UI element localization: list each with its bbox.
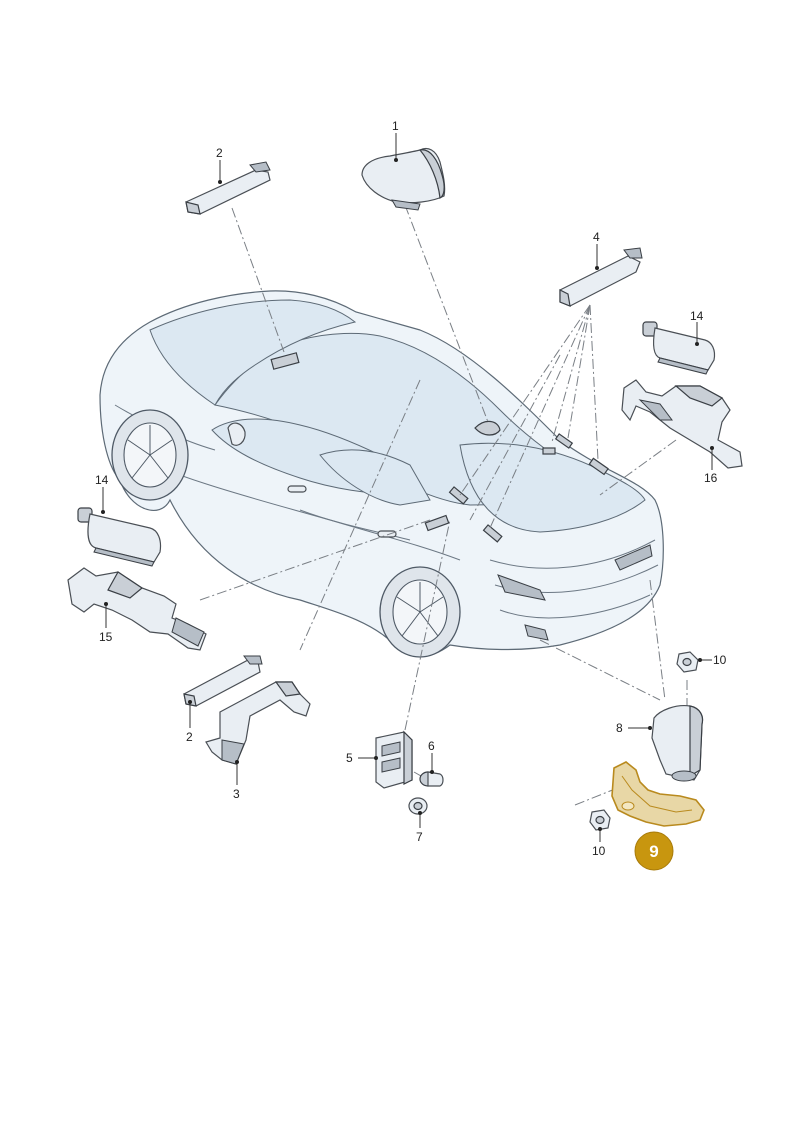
part-10-upper-nut xyxy=(676,651,712,673)
badge-label-9: 9 xyxy=(649,842,658,861)
part-9-badge[interactable]: 9 xyxy=(634,831,674,871)
callout-4: 4 xyxy=(593,230,600,244)
part-7-grommet xyxy=(408,797,428,828)
callout-1: 1 xyxy=(392,119,399,133)
callout-labels: 1 2 2 3 4 5 6 7 8 10 10 14 14 15 16 xyxy=(95,119,727,858)
part-2-lower-antenna-module xyxy=(183,655,263,728)
callout-15: 15 xyxy=(99,630,113,644)
part-5-connector-housing xyxy=(358,730,413,789)
callout-7: 7 xyxy=(416,830,423,844)
part-8-bracket-housing xyxy=(628,705,704,782)
part-2-upper-antenna-module xyxy=(185,160,271,215)
reference-lines xyxy=(199,204,688,806)
car-illustration xyxy=(99,290,664,658)
callout-16: 16 xyxy=(704,471,718,485)
callout-8: 8 xyxy=(616,721,623,735)
callout-14-left: 14 xyxy=(95,473,109,487)
part-9-highlighted-bracket[interactable] xyxy=(611,761,705,827)
part-4-rear-antenna-module xyxy=(559,244,643,307)
callout-2-upper: 2 xyxy=(216,146,223,160)
part-10-lower-nut xyxy=(589,809,611,842)
part-16-right-bracket xyxy=(621,379,743,470)
part-3-mounting-bracket xyxy=(205,681,311,785)
part-14-right-control-unit xyxy=(642,321,716,375)
callout-6: 6 xyxy=(428,739,435,753)
callout-3: 3 xyxy=(233,787,240,801)
callout-10-lower: 10 xyxy=(592,844,606,858)
part-15-left-bracket xyxy=(67,567,207,651)
part-14-left-control-unit xyxy=(77,487,162,567)
callout-5: 5 xyxy=(346,751,353,765)
part-6-plug xyxy=(419,753,444,787)
part-1-roof-antenna xyxy=(361,133,446,211)
callout-2-lower: 2 xyxy=(186,730,193,744)
callout-14-right: 14 xyxy=(690,309,704,323)
callout-10-upper: 10 xyxy=(713,653,727,667)
